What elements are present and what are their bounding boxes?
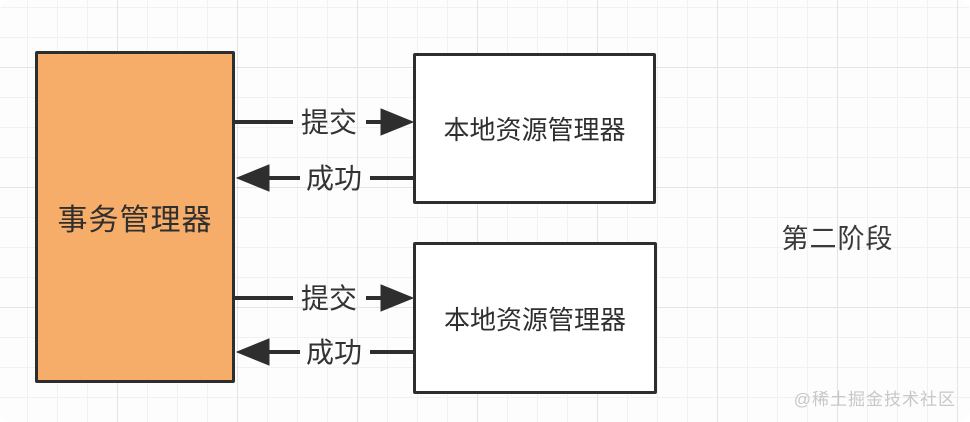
edge-success-1-label: 成功 [306,163,362,194]
arrowhead-left-icon [235,338,270,366]
arrowhead-right-icon [380,284,415,312]
edge-commit-2: 提交 [235,283,415,314]
edge-success-1: 成功 [235,163,413,194]
resource-manager-2-label: 本地资源管理器 [443,304,626,335]
resource-manager-1-label: 本地资源管理器 [443,115,626,145]
edge-success-2-label: 成功 [306,337,362,368]
edge-success-2: 成功 [235,337,413,368]
arrowhead-left-icon [235,164,270,192]
edge-commit-1-label: 提交 [301,107,357,138]
phase-label: 第二阶段 [781,224,894,254]
edge-commit-2-label: 提交 [301,283,357,314]
resource-manager-box-2: 本地资源管理器 [413,242,657,394]
transaction-manager-label: 事务管理器 [57,204,213,237]
edge-commit-1: 提交 [235,107,415,138]
watermark-text: @稀土掘金技术社区 [793,390,956,409]
arrowhead-right-icon [380,108,415,136]
transaction-manager-box: 事务管理器 [35,51,235,383]
resource-manager-box-1: 本地资源管理器 [413,53,656,204]
